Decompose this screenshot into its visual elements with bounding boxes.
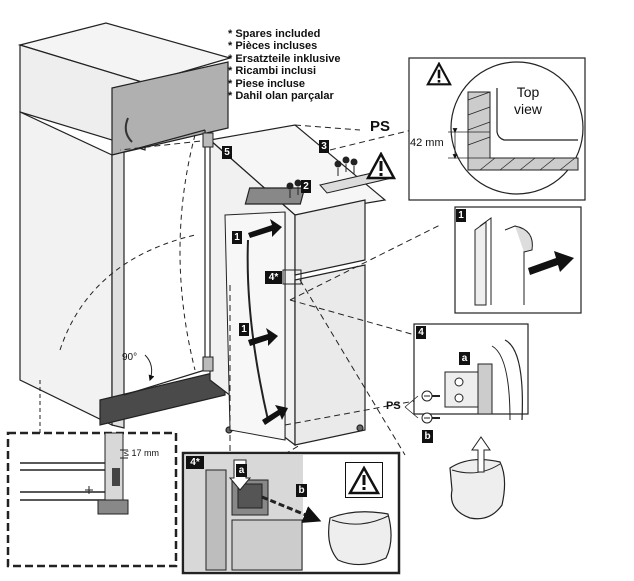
step-badge-1: 1 <box>239 323 249 336</box>
step-badge-2: 2 <box>301 180 311 193</box>
spares-list: * Spares included * Pièces incluses * Er… <box>228 28 341 102</box>
warning-box <box>345 462 383 498</box>
spares-note: * Pièces incluses <box>228 40 318 53</box>
spares-note: * Dahil olan parçalar <box>228 90 334 103</box>
arrow-icon <box>248 219 288 425</box>
screw-icon <box>421 390 440 424</box>
panel-4-star-detail <box>181 451 401 575</box>
warning-triangle-icon <box>366 152 396 180</box>
plinth <box>99 369 226 426</box>
spares-note: * Piese incluse <box>228 77 306 90</box>
dimension-17mm: ≤ 17 mm <box>124 448 159 458</box>
kitchen-cabinet <box>17 22 233 429</box>
part-badge-b: b <box>296 484 307 497</box>
panel-badge-4: 4 <box>416 326 426 339</box>
alignment-lines <box>119 124 441 476</box>
plinth-detail <box>6 431 178 568</box>
screw-icon <box>286 156 358 198</box>
warning-triangle-icon <box>347 465 381 495</box>
step-badge-4-star: 4* <box>265 271 282 284</box>
part-badge-a: a <box>459 352 470 365</box>
step-badge-3: 3 <box>319 140 329 153</box>
dimension-42mm: 42 mm <box>410 137 444 149</box>
top-view-label: Top view <box>514 84 543 117</box>
spares-note: * Ricambi inclusi <box>228 65 317 78</box>
bag-icon <box>449 436 506 520</box>
angle-90-label: 90° <box>122 352 138 363</box>
spares-note: * Ersatzteile inklusive <box>228 52 341 65</box>
panel-badge-1: 1 <box>456 209 466 222</box>
door-swing-curve <box>59 234 196 351</box>
part-badge-b: b <box>422 430 433 443</box>
step-badge-5: 5 <box>222 146 232 159</box>
panel-4-hinge <box>404 323 529 424</box>
part-badge-a: a <box>236 464 247 477</box>
spares-note: * Spares included <box>228 28 321 40</box>
arrow-icon <box>471 436 491 473</box>
ps-label-side: PS <box>386 400 401 412</box>
panel-badge-4-star: 4* <box>186 456 204 469</box>
arrow-icon <box>528 251 574 275</box>
step-badge-1: 1 <box>232 231 242 244</box>
panel-1-gasket <box>454 206 582 314</box>
ps-label-top: PS <box>370 118 391 135</box>
warning-triangle-icon <box>426 62 452 86</box>
